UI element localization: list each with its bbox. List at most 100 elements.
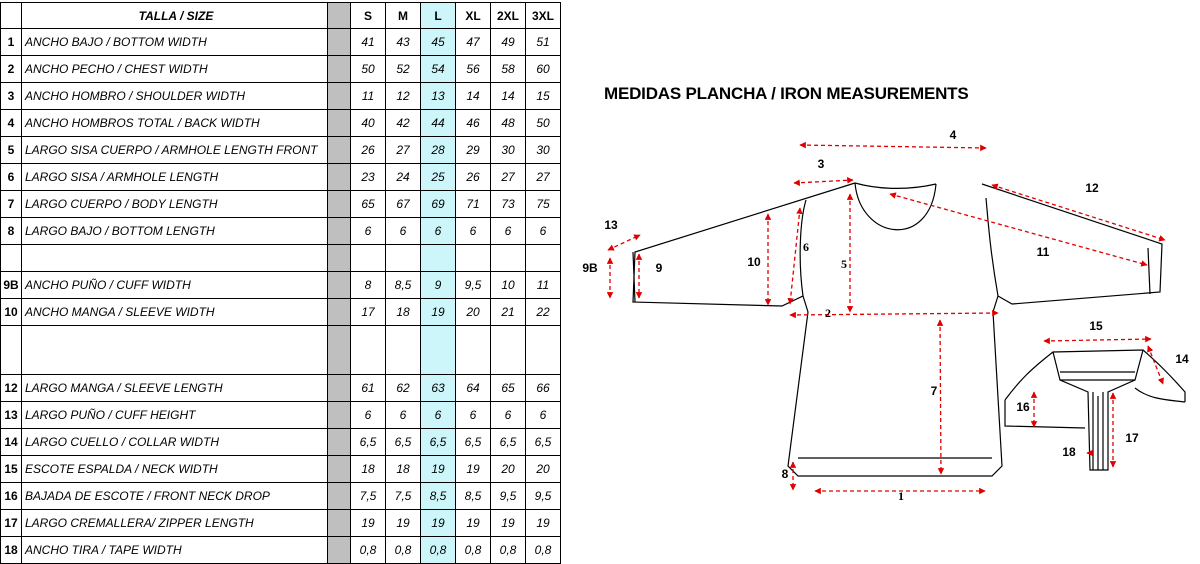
size-value-2xl: 49: [490, 28, 526, 56]
size-value-s: 41: [350, 28, 386, 56]
row-number: 12: [0, 374, 22, 402]
size-value-3xl: 66: [525, 374, 561, 402]
size-value-m: 42: [385, 109, 421, 137]
size-header-l: L: [420, 2, 456, 29]
measurement-label: LARGO SISA / ARMHOLE LENGTH: [21, 163, 328, 191]
callout-13: 13: [604, 218, 618, 232]
size-value-s: 40: [350, 109, 386, 137]
size-value-xl: 8,5: [455, 482, 491, 510]
size-value-m: 18: [385, 298, 421, 326]
callout-7: 7: [931, 384, 938, 398]
row-number: 18: [0, 536, 22, 564]
separator-cell: [327, 163, 351, 191]
size-value-s: 19: [350, 509, 386, 537]
size-value-2xl: 19: [490, 509, 526, 537]
callout-17: 17: [1125, 431, 1139, 445]
row-number: 13: [0, 401, 22, 429]
size-value-s: 61: [350, 374, 386, 402]
callout-3: 3: [818, 157, 825, 171]
size-value-3xl: 75: [525, 190, 561, 218]
callout-1: 1: [898, 489, 904, 503]
row-number: 2: [0, 55, 22, 83]
size-value-s: 18: [350, 455, 386, 483]
separator-cell: [327, 298, 351, 326]
sweater-outline: [632, 182, 1163, 477]
size-value-xl: 64: [455, 374, 491, 402]
size-value-l: 6: [420, 401, 456, 429]
size-value-m: 0,8: [385, 536, 421, 564]
size-value-l: 13: [420, 82, 456, 110]
row-number: 6: [0, 163, 22, 191]
separator-cell: [327, 28, 351, 56]
size-value-xl: 71: [455, 190, 491, 218]
size-value-2xl: 30: [490, 136, 526, 164]
dimension-11: [889, 192, 1148, 267]
measurement-label: ANCHO PUÑO / CUFF WIDTH: [21, 271, 328, 299]
measurement-label: LARGO CREMALLERA/ ZIPPER LENGTH: [21, 509, 328, 537]
empty-cell: [0, 244, 22, 272]
size-value-xl: 14: [455, 82, 491, 110]
measurement-label: LARGO SISA CUERPO / ARMHOLE LENGTH FRONT: [21, 136, 328, 164]
callout-2: 2: [825, 306, 831, 320]
size-value-2xl: 48: [490, 109, 526, 137]
size-value-3xl: 15: [525, 82, 561, 110]
measurement-label: ANCHO PECHO / CHEST WIDTH: [21, 55, 328, 83]
size-value-xl: 0,8: [455, 536, 491, 564]
measurement-label: LARGO BAJO / BOTTOM LENGTH: [21, 217, 328, 245]
size-value-xl: 47: [455, 28, 491, 56]
size-value-s: 11: [350, 82, 386, 110]
dimension-6: [787, 207, 803, 305]
empty-cell: [455, 244, 491, 272]
size-value-2xl: 0,8: [490, 536, 526, 564]
separator-cell: [327, 55, 351, 83]
measurement-label: ANCHO TIRA / TAPE WIDTH: [21, 536, 328, 564]
size-value-2xl: 14: [490, 82, 526, 110]
size-value-3xl: 6: [525, 217, 561, 245]
measurement-label: LARGO CUERPO / BODY LENGTH: [21, 190, 328, 218]
callout-4: 4: [950, 128, 957, 142]
separator-cell: [327, 482, 351, 510]
measurement-label: BAJADA DE ESCOTE / FRONT NECK DROP: [21, 482, 328, 510]
size-value-m: 18: [385, 455, 421, 483]
size-value-s: 6: [350, 217, 386, 245]
row-number: 4: [0, 109, 22, 137]
size-value-l: 28: [420, 136, 456, 164]
empty-cell: [350, 244, 386, 272]
callout-18: 18: [1062, 445, 1076, 459]
empty-cell: [21, 325, 328, 375]
separator-cell: [327, 374, 351, 402]
size-value-l: 8,5: [420, 482, 456, 510]
garment-diagram: 1 2 3 4 5 6 7 8 9 9B 10 11 12 13 14 15 1…: [582, 128, 1189, 503]
size-value-l: 25: [420, 163, 456, 191]
row-number: 3: [0, 82, 22, 110]
size-header-label: TALLA / SIZE: [21, 2, 328, 29]
size-value-2xl: 27: [490, 163, 526, 191]
size-value-l: 19: [420, 509, 456, 537]
dimension-arrows: [606, 141, 1166, 495]
size-value-3xl: 22: [525, 298, 561, 326]
size-value-s: 23: [350, 163, 386, 191]
measurement-label: LARGO MANGA / SLEEVE LENGTH: [21, 374, 328, 402]
separator-cell: [327, 190, 351, 218]
row-number: 15: [0, 455, 22, 483]
size-value-2xl: 65: [490, 374, 526, 402]
size-value-l: 54: [420, 55, 456, 83]
separator-cell: [327, 455, 351, 483]
callout-14: 14: [1175, 352, 1189, 366]
size-value-l: 19: [420, 298, 456, 326]
dimension-4: [799, 141, 987, 152]
size-value-l: 63: [420, 374, 456, 402]
measurement-label: ANCHO HOMBROS TOTAL / BACK WIDTH: [21, 109, 328, 137]
empty-cell: [525, 325, 561, 375]
